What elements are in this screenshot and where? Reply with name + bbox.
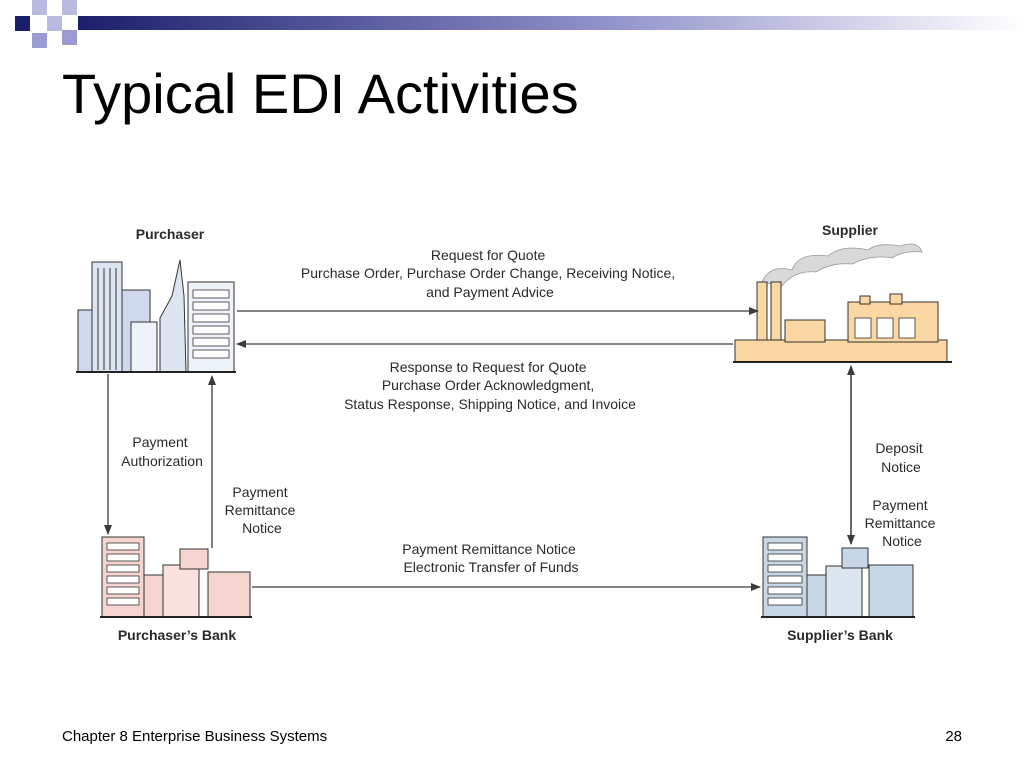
header-decoration xyxy=(15,0,1024,48)
supplier-factory-icon xyxy=(733,243,952,363)
header-square xyxy=(62,30,77,45)
flow-label: Deposit Notice xyxy=(875,440,926,475)
supplier-label: Supplier xyxy=(822,222,879,238)
header-square xyxy=(32,0,47,15)
purchaser-building-icon xyxy=(76,259,236,373)
flow-label: Payment Authorization xyxy=(121,434,203,469)
slide-title: Typical EDI Activities xyxy=(62,62,579,125)
purchaser-label: Purchaser xyxy=(136,226,205,242)
purchaser-bank-label: Purchaser’s Bank xyxy=(118,627,236,643)
flow-label: Request for Quote Purchase Order, Purcha… xyxy=(301,247,679,300)
flow-label: Payment Remittance Notice xyxy=(225,484,300,536)
flow-label: Response to Request for Quote Purchase O… xyxy=(344,359,636,412)
supplier-bank-building-icon xyxy=(761,536,915,618)
page-number: 28 xyxy=(945,728,962,745)
header-gradient-bar xyxy=(78,16,1024,30)
footer-chapter: Chapter 8 Enterprise Business Systems xyxy=(62,728,328,745)
supplier-bank-label: Supplier’s Bank xyxy=(787,627,893,643)
flow-label: Payment Remittance Notice xyxy=(865,497,940,549)
header-square xyxy=(47,16,62,31)
header-square xyxy=(62,0,77,15)
purchaser-bank-building-icon xyxy=(100,536,252,618)
header-square xyxy=(15,16,30,31)
header-square xyxy=(32,33,47,48)
flow-label: Payment Remittance Notice Electronic Tra… xyxy=(402,541,579,575)
